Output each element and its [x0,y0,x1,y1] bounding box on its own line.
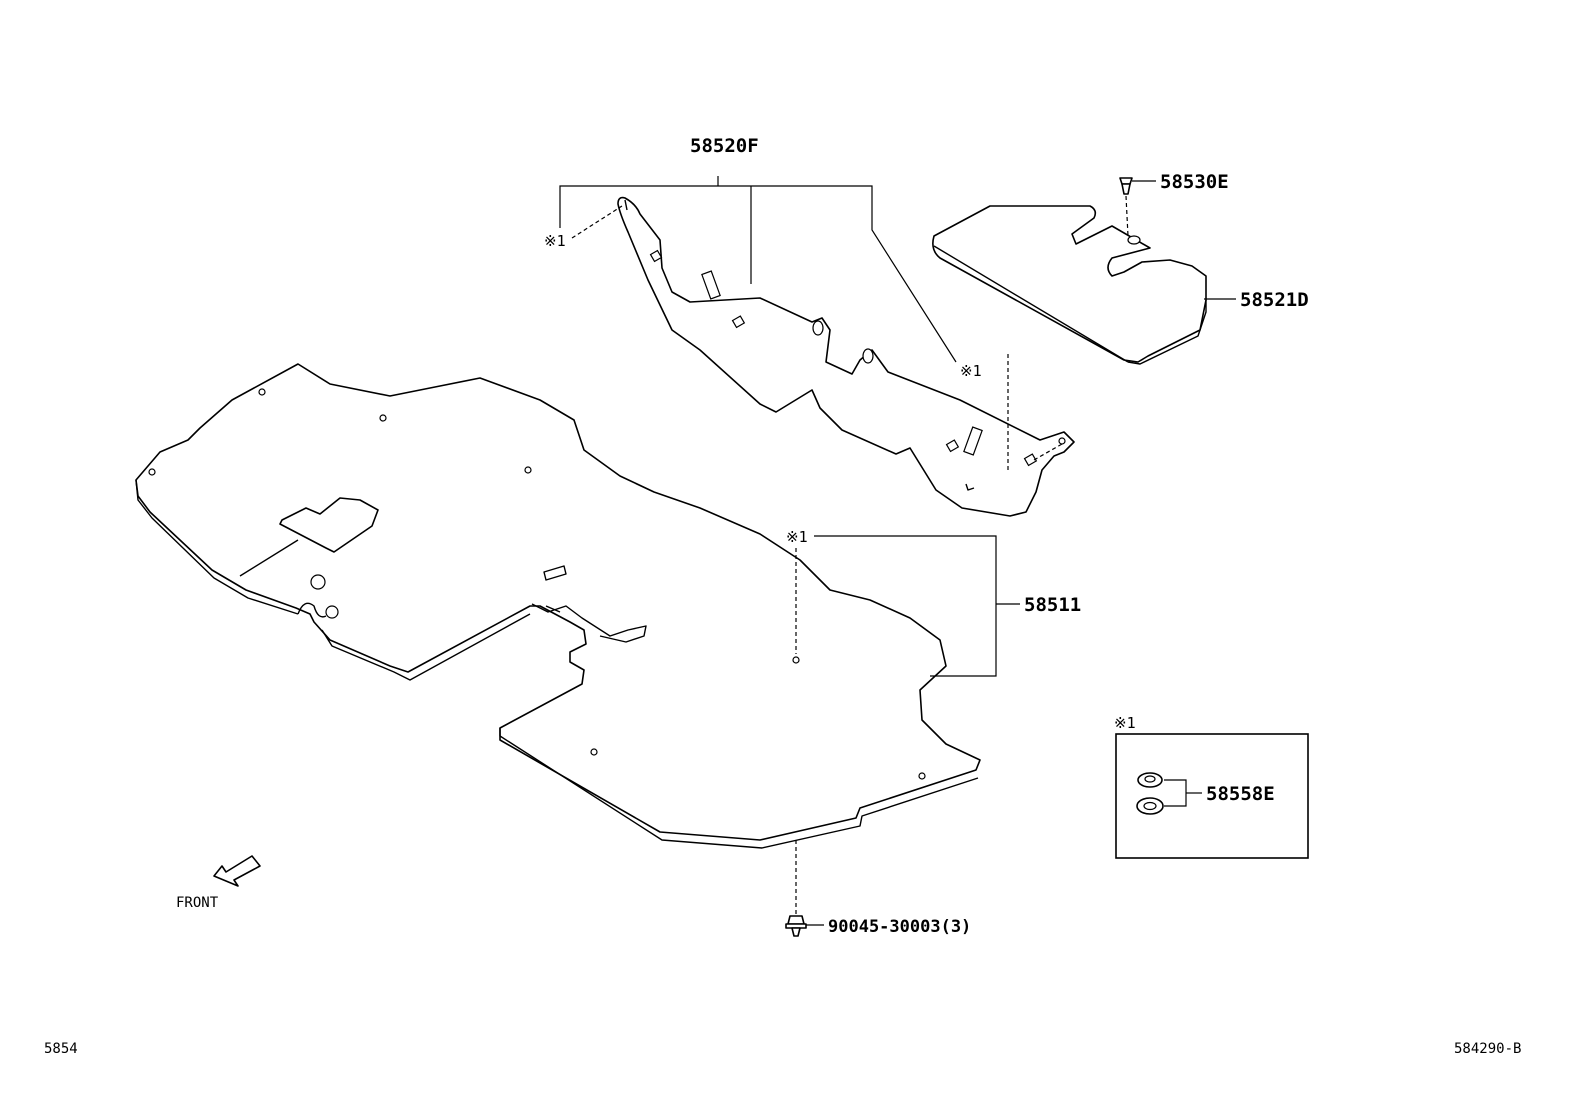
front-arrow-icon [213,855,261,887]
note-marker-panel-left: ※1 [544,232,566,250]
part-label-58521D: 58521D [1240,289,1309,311]
front-label: FRONT [176,895,219,911]
inset-box-58558E [1115,733,1309,859]
figure-code: 584290-B [1454,1041,1521,1057]
floor-silencer-pad [932,205,1207,365]
page-code: 5854 [44,1041,78,1057]
dash-silencer-panel [617,196,1075,517]
note-marker-panel-right: ※1 [960,362,982,380]
part-label-58558E: 58558E [1206,783,1275,805]
main-floor-silencer [135,363,981,849]
clip-58530E [1119,177,1156,237]
note-marker-inset: ※1 [1114,714,1136,732]
dash-line-panel-tab [1033,443,1063,461]
part-label-58511: 58511 [1024,594,1081,616]
part-label-58530E: 58530E [1160,171,1229,193]
part-label-58520F: 58520F [690,135,759,157]
leader-58511 [795,535,1020,677]
leader-58520F [559,176,957,363]
note-marker-floor: ※1 [786,528,808,546]
clip-90045-30003 [785,840,824,937]
part-label-90045-30003: 90045-30003(3) [828,917,971,937]
